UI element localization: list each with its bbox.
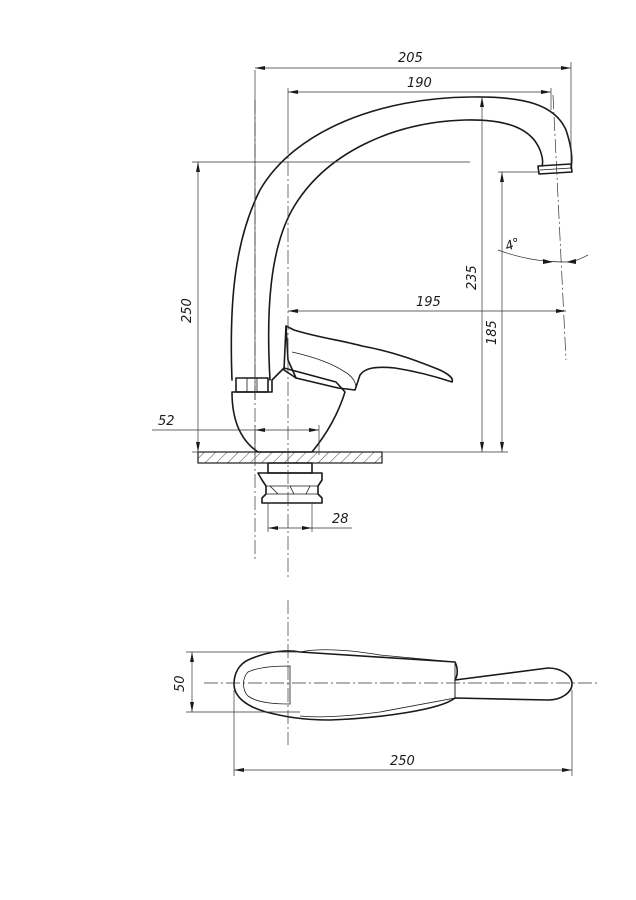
front-view [197,96,573,504]
dim-28-label: 28 [332,512,349,527]
front-centerlines [254,94,567,580]
nut-facets [266,485,318,495]
plan-spout-outline [243,665,291,705]
lever-handle-detail [291,351,357,389]
dim-angle-label: 4° [503,236,522,255]
base-plate [197,451,383,464]
spout-aerator [537,163,573,175]
aerator-edge [539,167,572,171]
plan-dimensions: 50 250 [173,651,573,776]
dim-250-vertical-label: 250 [180,298,195,323]
dim-50-label: 50 [173,675,188,692]
lever-handle [283,325,454,391]
dim-190-label: 190 [407,76,432,91]
dim-205-label: 205 [398,51,423,66]
mixer-body [231,367,346,453]
front-dimensions: 205 190 195 250 235 185 [152,51,589,532]
spout-inner-contour [267,119,544,381]
spout-collar [235,377,269,393]
plan-body-outline [233,650,573,721]
fixing-nut [257,472,323,504]
dim-195-label: 195 [416,295,441,310]
threaded-shank [267,462,313,474]
centerline-outlet [552,94,567,361]
dim-250-horizontal-label: 250 [390,754,415,769]
plan-view [204,600,600,745]
dim-235-label: 235 [465,265,480,290]
spout-outer-contour [230,96,573,381]
dim-185-label: 185 [485,320,500,345]
dim-angle-arc [497,249,589,263]
dim-52-label: 52 [158,414,175,429]
